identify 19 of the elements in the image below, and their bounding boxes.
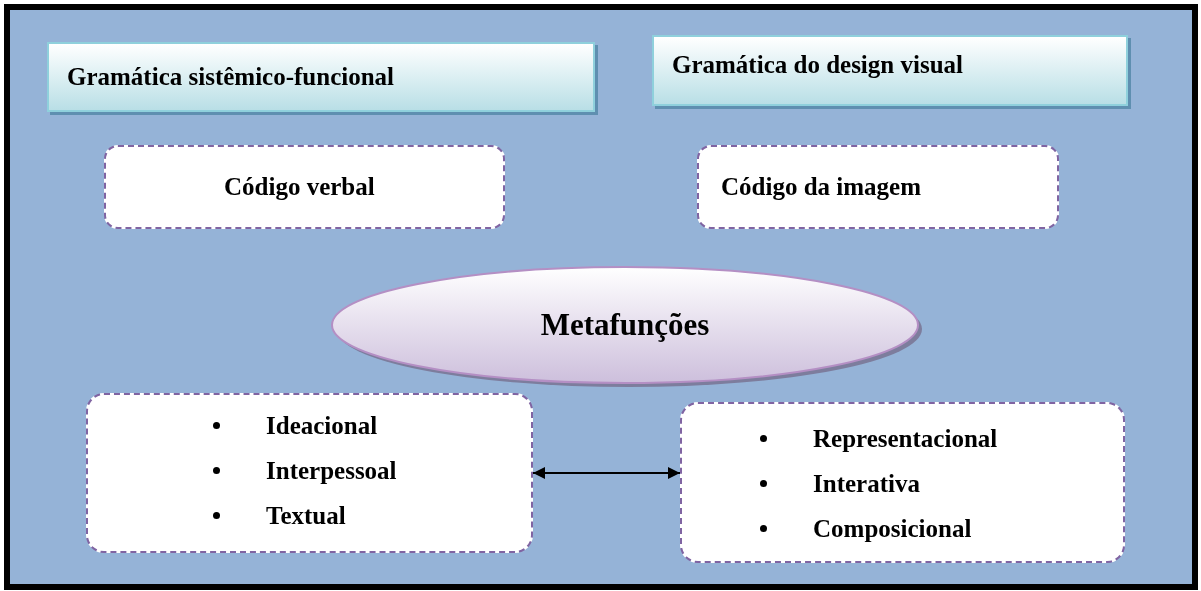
list-item: Interativa [813,469,920,499]
list-item: Interpessoal [266,456,397,486]
list-box [680,402,1125,563]
list-item: Composicional [813,514,972,544]
category-box [104,145,505,229]
list-item: Textual [266,501,346,531]
list-item: Ideacional [266,411,378,441]
list-box [86,393,533,553]
label-text: Gramática sistêmico-funcional [67,63,395,91]
label-text: Metafunções [540,307,710,343]
double-arrow [532,467,681,479]
list-item: Representacional [813,424,998,454]
label-text: Código da imagem [721,173,921,201]
title-box [47,42,595,112]
concept-ellipse [330,265,920,385]
label-text: Código verbal [224,173,375,201]
category-box [697,145,1059,229]
label-text: Gramática do design visual [672,51,963,79]
title-box [652,35,1128,106]
